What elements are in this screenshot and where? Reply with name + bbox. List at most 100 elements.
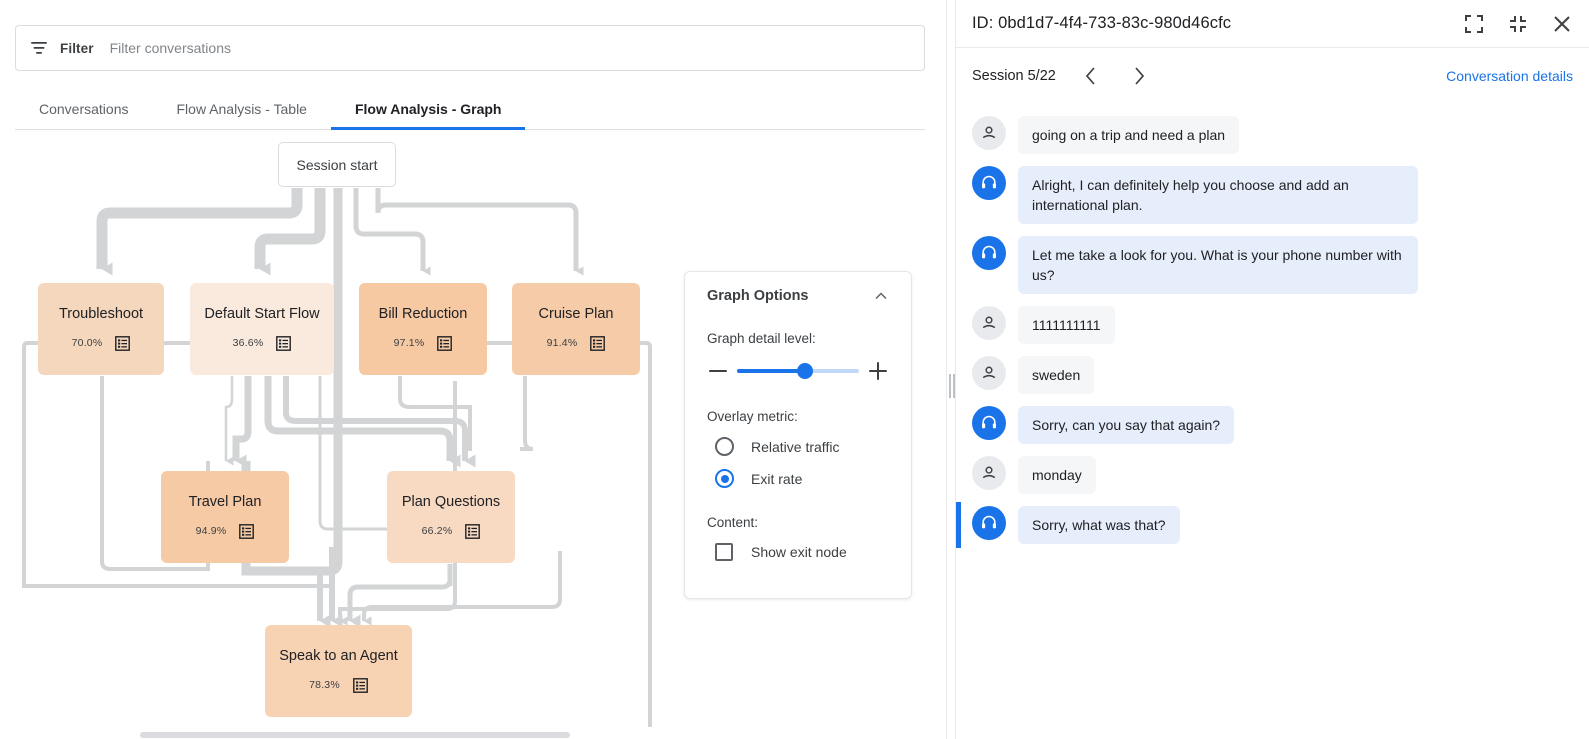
flow-graph-edges (22, 188, 652, 727)
user-avatar-icon (972, 456, 1006, 490)
decrease-detail-button[interactable] (707, 360, 729, 382)
tab-flow-analysis-table[interactable]: Flow Analysis - Table (153, 88, 331, 129)
graph-options-panel: Graph Options Graph detail level: (684, 271, 912, 599)
scrollbar-thumb[interactable] (140, 732, 570, 738)
conversation-id: ID: 0bd1d7-4f4-733-83c-980d46cfc (972, 14, 1232, 32)
node-details-list-icon[interactable] (276, 335, 292, 351)
flow-analysis-pane: Filter Conversations Flow Analysis - Tab… (0, 25, 946, 739)
conversation-header: ID: 0bd1d7-4f4-733-83c-980d46cfc (956, 0, 1589, 48)
graph-node-troubleshoot[interactable]: Troubleshoot 70.0% (38, 283, 164, 375)
message-row: sweden (956, 350, 1589, 400)
slider-thumb[interactable] (797, 363, 814, 379)
message-bubble: Sorry, can you say that again? (1018, 406, 1235, 444)
agent-avatar-icon (972, 236, 1006, 270)
conversation-details-link[interactable]: Conversation details (1446, 68, 1573, 84)
graph-node-cruise-plan[interactable]: Cruise Plan 91.4% (512, 283, 640, 375)
user-avatar-icon (972, 356, 1006, 390)
close-icon[interactable] (1551, 13, 1573, 35)
previous-session-button[interactable] (1078, 63, 1104, 89)
checkbox-label: Show exit node (751, 544, 847, 560)
node-details-list-icon[interactable] (590, 335, 606, 351)
filter-icon (30, 39, 48, 57)
tab-conversations[interactable]: Conversations (15, 88, 153, 129)
node-metric-row: 94.9% (195, 523, 255, 539)
radio-exit-rate[interactable]: Exit rate (707, 469, 889, 488)
radio-circle-icon (715, 437, 734, 456)
analysis-tabs: Conversations Flow Analysis - Table Flow… (15, 88, 925, 130)
panel-resize-handle[interactable] (946, 0, 956, 739)
message-bubble: Alright, I can definitely help you choos… (1018, 166, 1418, 224)
node-metric: 94.9% (195, 525, 227, 538)
session-counter: Session 5/22 (972, 68, 1056, 84)
flow-graph-canvas[interactable]: Session start Troubleshoot 70.0% (0, 131, 946, 727)
node-label: Default Start Flow (204, 306, 320, 323)
graph-node-plan-questions[interactable]: Plan Questions 66.2% (387, 471, 515, 563)
filter-label: Filter (60, 40, 94, 56)
session-start-node[interactable]: Session start (278, 142, 396, 187)
message-bubble: going on a trip and need a plan (1018, 116, 1240, 154)
node-metric: 70.0% (71, 337, 103, 350)
next-session-button[interactable] (1126, 63, 1152, 89)
checkbox-show-exit-node[interactable]: Show exit node (707, 543, 889, 561)
tab-flow-analysis-graph[interactable]: Flow Analysis - Graph (330, 88, 526, 130)
graph-node-bill-reduction[interactable]: Bill Reduction 97.1% (359, 283, 487, 375)
node-details-list-icon[interactable] (465, 523, 481, 539)
message-bubble: Sorry, what was that? (1018, 506, 1180, 544)
graph-node-speak-to-an-agent[interactable]: Speak to an Agent 78.3% (265, 625, 412, 717)
increase-detail-button[interactable] (867, 360, 889, 382)
radio-label: Relative traffic (751, 438, 840, 455)
collapse-icon[interactable] (1507, 13, 1529, 35)
radio-label: Exit rate (751, 470, 803, 487)
expand-icon[interactable] (1463, 13, 1485, 35)
node-metric-row: 70.0% (71, 335, 131, 351)
node-metric-row: 78.3% (309, 677, 368, 693)
user-avatar-icon (972, 116, 1006, 150)
horizontal-scrollbar[interactable] (0, 727, 946, 739)
node-metric-row: 91.4% (547, 335, 606, 351)
tab-label: Conversations (39, 100, 129, 117)
graph-node-travel-plan[interactable]: Travel Plan 94.9% (161, 471, 289, 563)
message-row: Alright, I can definitely help you choos… (956, 160, 1589, 230)
node-details-list-icon[interactable] (437, 335, 453, 351)
message-bubble: sweden (1018, 356, 1095, 394)
filter-bar[interactable]: Filter (15, 25, 925, 71)
overlay-metric-label: Overlay metric: (707, 409, 798, 424)
message-row: going on a trip and need a plan (956, 110, 1589, 160)
radio-relative-traffic[interactable]: Relative traffic (707, 437, 889, 456)
message-list[interactable]: going on a trip and need a plan Alright,… (956, 104, 1589, 739)
agent-avatar-icon (972, 406, 1006, 440)
node-metric: 78.3% (309, 679, 340, 692)
node-label: Speak to an Agent (279, 648, 398, 665)
node-label: Plan Questions (401, 494, 501, 511)
tab-label: Flow Analysis - Graph (354, 100, 502, 117)
message-row-highlighted: Sorry, what was that? (956, 500, 1589, 550)
node-label: Troubleshoot (58, 306, 144, 323)
node-metric: 36.6% (232, 337, 264, 350)
user-avatar-icon (972, 306, 1006, 340)
agent-avatar-icon (972, 506, 1006, 540)
agent-avatar-icon (972, 166, 1006, 200)
highlight-indicator (956, 502, 961, 548)
node-metric-row: 66.2% (422, 523, 481, 539)
graph-detail-slider[interactable] (737, 361, 859, 381)
graph-node-default-start-flow[interactable]: Default Start Flow 36.6% (190, 283, 334, 375)
slider-fill (737, 369, 806, 373)
message-bubble: monday (1018, 456, 1096, 494)
node-details-list-icon[interactable] (352, 677, 368, 693)
tab-label: Flow Analysis - Table (176, 100, 307, 117)
node-details-list-icon[interactable] (115, 335, 131, 351)
message-row: 1111111111 (956, 300, 1589, 350)
content-label: Content: (707, 515, 759, 530)
node-label: Travel Plan (188, 494, 262, 511)
node-metric-row: 36.6% (232, 335, 292, 351)
graph-options-title: Graph Options (707, 288, 809, 304)
session-navigation-bar: Session 5/22 Conversation details (956, 48, 1589, 104)
chevron-up-icon[interactable] (873, 288, 889, 304)
graph-detail-level-label: Graph detail level: (707, 331, 816, 346)
node-details-list-icon[interactable] (239, 523, 255, 539)
node-label: Cruise Plan (538, 306, 614, 323)
conversation-pane: ID: 0bd1d7-4f4-733-83c-980d46cfc (956, 0, 1589, 739)
conversation-header-actions (1463, 13, 1573, 35)
filter-input[interactable] (107, 39, 910, 57)
